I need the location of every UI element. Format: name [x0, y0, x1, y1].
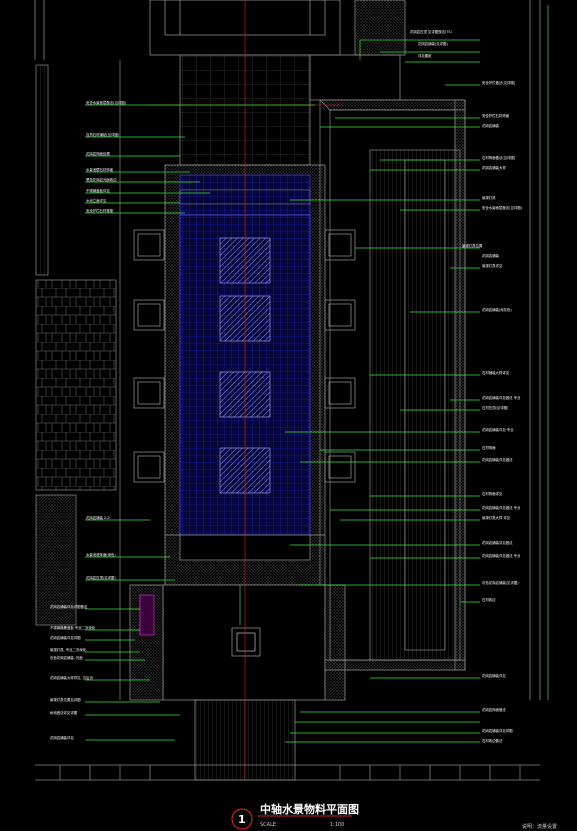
- annotation-label: 水景池壁石材饰面: [86, 167, 114, 172]
- right-annotations: 花岗岩压顶 见详图做法(TS) 花岗岩铺装(见详图) 详见图纸 安全护栏做法(见…: [410, 29, 523, 743]
- annotation-label: 安全护栏石材基座: [86, 208, 114, 213]
- annotation-label: 景观灯具大样 详见: [482, 515, 511, 520]
- drawing-title: 中轴水景物料平面图: [260, 802, 359, 816]
- annotation-label: 景观灯具详见: [482, 263, 503, 268]
- annotation-label: 花岗岩铺装大样详见, 见后页: [50, 675, 93, 680]
- title-block: 1 中轴水景物料平面图 SCALE 1:100 说明：流量设置: [231, 802, 557, 830]
- annotation-label: 详见图纸: [418, 53, 432, 58]
- annotation-label: 花岗岩铺装详见详图做法: [50, 604, 88, 609]
- scale-label: SCALE: [260, 822, 276, 828]
- annotation-label: 石材压顶(见详图): [482, 405, 509, 410]
- right-terrace: [319, 99, 466, 671]
- annotation-label: 不锈钢格栅盖板 专业二次深化: [50, 625, 96, 630]
- drawing-number: 1: [238, 813, 246, 826]
- leader-lines: [85, 5, 549, 743]
- annotation-label: 花岗岩铺装(深灰色): [482, 307, 512, 312]
- annotation-label: 花岗岩压顶 见详图做法(TS): [410, 29, 453, 34]
- annotation-label: 花岗岩铺装详见做法: [482, 540, 513, 545]
- annotation-label: 景观灯具位置: [462, 243, 483, 248]
- annotation-label: 景观灯具, 专业二次深化: [50, 647, 87, 652]
- annotation-label: 石材饰面: [482, 445, 496, 450]
- annotation-label: 安全水景面层做法(见详图): [86, 100, 127, 105]
- annotation-label: 石材收边做法: [482, 738, 503, 743]
- annotation-label: 花岗岩铺装(见详图): [418, 41, 448, 46]
- left-annotations: 安全水景面层做法(见详图) 自然石材铺贴(见详图) 花岗岩饰面处理 水景池壁石材…: [50, 100, 127, 740]
- annotation-label: 花岗岩铺装 2-3: [86, 515, 110, 520]
- annotation-label: 花岗岩铺装详见: [50, 735, 74, 740]
- drawing-number-circle: [231, 808, 253, 830]
- annotation-label: 景观灯具: [482, 195, 496, 200]
- annotation-label: 安全水景面层做法(见详图): [482, 205, 523, 210]
- annotation-label: 花岗岩压顶(见详图): [86, 575, 116, 580]
- annotation-label: 石材饰面做法(见详图): [482, 155, 516, 160]
- annotation-label: 景观灯具位置见详图: [50, 697, 81, 702]
- note-text: 说明：流量设置: [522, 823, 557, 830]
- annotation-label: 不锈钢盖板详见: [86, 188, 110, 193]
- annotation-label: 水景池底饰面(深色): [86, 552, 116, 557]
- bottom-boundary: [35, 764, 540, 781]
- lower-basin: [129, 534, 346, 781]
- annotation-label: 安全护栏石材饰面: [482, 113, 510, 118]
- annotation-label: 自然石材铺贴(见详图): [86, 132, 120, 137]
- tree-pits: [133, 229, 356, 483]
- annotation-label: 水池立面详见: [86, 198, 107, 203]
- annotation-label: 安全护栏做法(见详图): [482, 80, 516, 85]
- annotation-label: 花岗岩铺装详见做法 专业: [482, 505, 521, 510]
- annotation-label: 灰色花岗岩铺装, 光面: [50, 655, 83, 660]
- annotation-label: 花岗岩铺装详见做法: [482, 457, 513, 462]
- annotation-label: 灰色花岗岩铺装(见详图): [482, 580, 519, 585]
- scale-value: 1:100: [330, 822, 344, 828]
- annotation-label: 石材收边: [482, 597, 496, 602]
- annotation-label: 花岗岩铺装: [482, 123, 500, 128]
- annotation-label: 石材铺装大样详见: [482, 370, 510, 375]
- annotation-label: 花岗岩铺装详见做法 专业: [482, 553, 521, 558]
- annotation-label: 花岗岩铺装详见详图: [50, 635, 81, 640]
- annotation-label: 花岗岩铺装详见详图: [482, 728, 513, 733]
- annotation-label: 黑色花岗岩光面收边: [86, 177, 117, 182]
- annotation-label: 花岗岩铺装详见 专业: [482, 427, 514, 432]
- annotation-label: 花岗岩铺装: [482, 253, 500, 258]
- annotation-label: 花岗岩铺装详见: [482, 673, 506, 678]
- annotation-label: 花岗岩饰面处理: [86, 151, 110, 156]
- annotation-label: 石材饰面详见: [482, 491, 503, 496]
- annotation-label: 花岗岩铺装大样: [482, 165, 506, 170]
- annotation-label: 树池做法详见详图: [50, 710, 78, 715]
- left-planting-strip: [35, 60, 121, 700]
- annotation-label: 花岗岩饰面做法: [482, 707, 506, 712]
- annotation-label: 花岗岩铺装详见做法 专业: [482, 395, 521, 400]
